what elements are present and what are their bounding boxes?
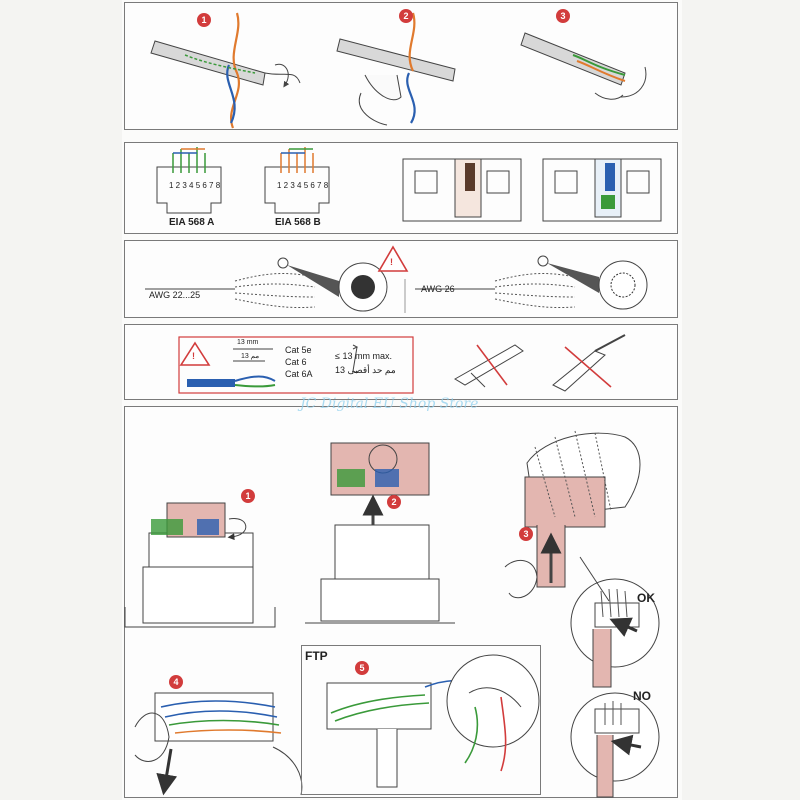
strip-max-text-ar: 13 مم حد أقصى — [335, 365, 396, 375]
panel-pinout: 1 2 3 4 5 6 7 8 1 2 3 4 5 6 7 8 EIA 568 … — [124, 142, 678, 234]
strip-illustration — [178, 334, 626, 394]
strip-dim-inner: 13 مم — [241, 353, 260, 360]
crossed-tool-icon — [564, 346, 612, 388]
strip-cat-3: Cat 6A — [285, 369, 313, 379]
strip-dim-outer: 13 mm — [237, 339, 259, 346]
pinout-a-numbers: 1 2 3 4 5 6 7 8 — [169, 181, 221, 190]
step-2-icon: 2 — [399, 9, 413, 23]
ok-label: OK — [637, 591, 655, 605]
ftp-frame — [301, 645, 541, 795]
assembly-illustration — [124, 430, 660, 798]
panel-awg: AWG 22...25 AWG 26 ! — [124, 240, 678, 318]
warning-triangle-icon — [179, 341, 211, 366]
cable-prep-illustration — [150, 12, 647, 129]
zoom-circle-icon — [277, 257, 289, 269]
awg-left-label: AWG 22...25 — [149, 290, 201, 300]
assembly-step-4-icon: 4 — [169, 675, 183, 689]
awg-illustration — [145, 245, 648, 313]
step-1-icon: 1 — [197, 13, 211, 27]
assembly-step-2-icon: 2 — [387, 495, 401, 509]
strip-cat-2: Cat 6 — [285, 357, 307, 367]
panel-cable-prep: 1 2 3 — [124, 2, 678, 130]
crossed-tool-icon — [476, 344, 508, 386]
strip-warning-symbol: ! — [192, 351, 195, 361]
pinout-illustration — [156, 147, 662, 222]
no-label: NO — [633, 689, 651, 703]
pinout-b-label: EIA 568 B — [275, 217, 321, 228]
assembly-step-5-icon: 5 — [355, 661, 369, 675]
watermark-text: JC Digital EU Shop Store — [300, 396, 479, 412]
panel-strip-length: 13 mm 13 مم Cat 5e Cat 6 Cat 6A ≤ 13 mm … — [124, 324, 678, 400]
strip-max-text: ≤ 13 mm max. — [335, 351, 392, 361]
pinout-b-numbers: 1 2 3 4 5 6 7 8 — [277, 181, 329, 190]
awg-right-label: AWG 26 — [421, 284, 455, 294]
awg-warning-symbol: ! — [390, 257, 393, 267]
step-3-icon: 3 — [556, 9, 570, 23]
panel-assembly: 1 2 3 4 5 FTP OK NO — [124, 406, 678, 798]
strip-cat-1: Cat 5e — [285, 345, 312, 355]
warning-triangle-icon — [377, 245, 409, 272]
pinout-a-label: EIA 568 A — [169, 217, 215, 228]
assembly-step-1-icon: 1 — [241, 489, 255, 503]
ftp-label: FTP — [305, 649, 328, 663]
assembly-step-3-icon: 3 — [519, 527, 533, 541]
